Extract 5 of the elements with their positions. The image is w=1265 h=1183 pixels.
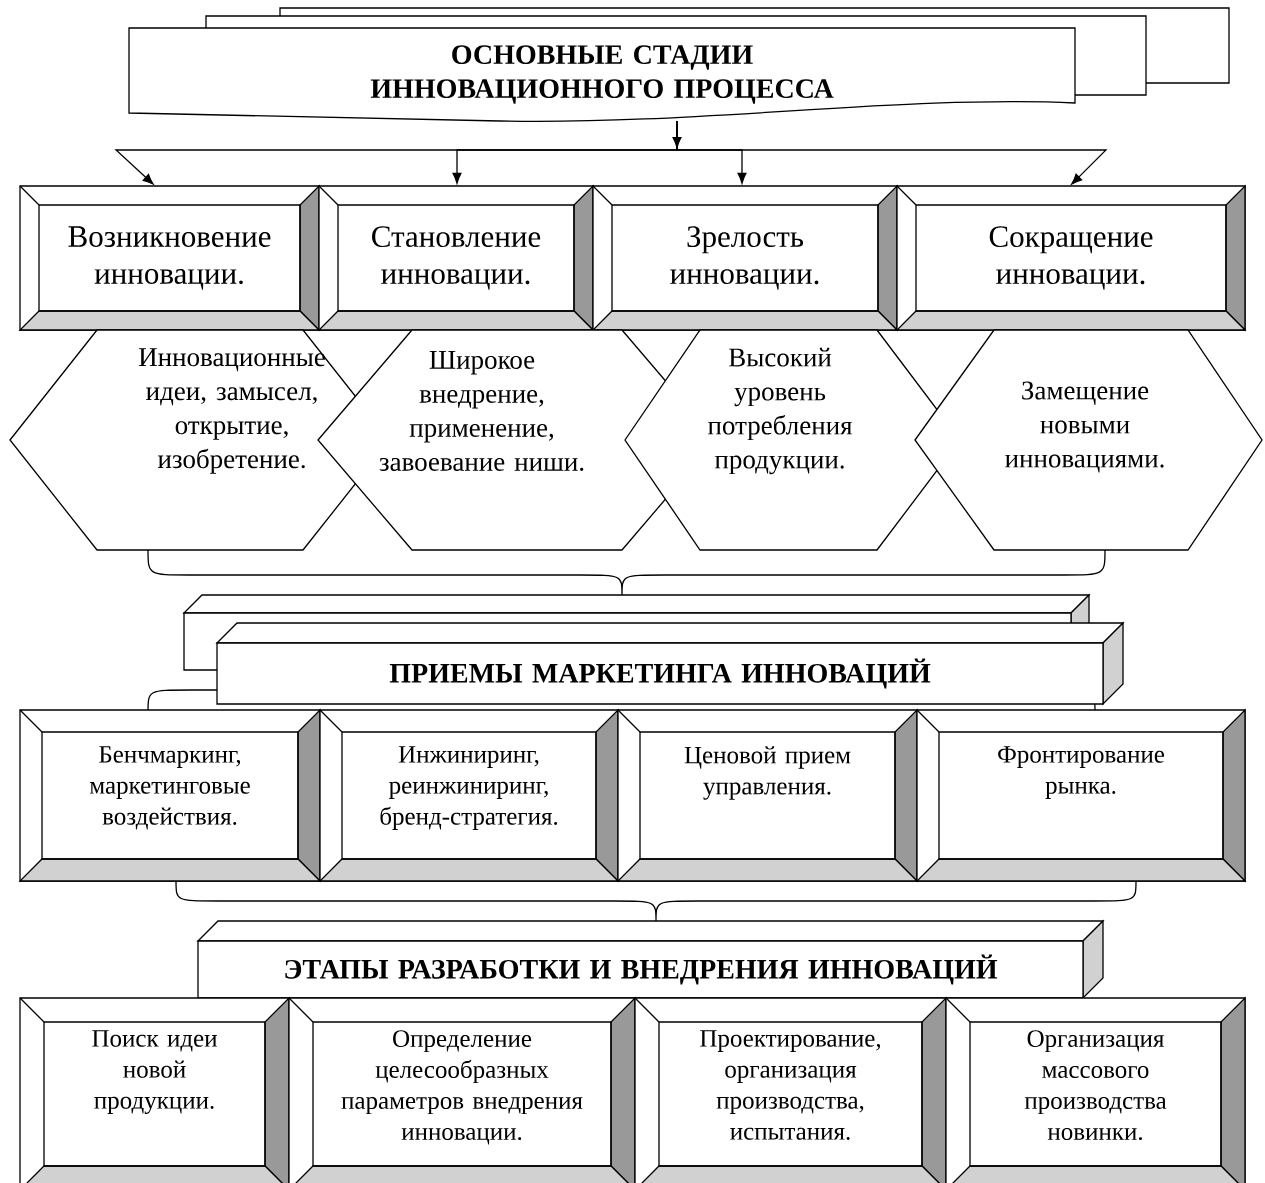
hexagon: Замещение новыми инновациями. [914, 329, 1263, 551]
node-label: Замещение новыми инновациями. [1005, 381, 1164, 473]
document-box: ОСНОВНЫЕ СТАДИИ ИННОВАЦИОННОГО ПРОЦЕССА [128, 7, 1230, 122]
arrow [676, 120, 1108, 185]
hexagon: Высокий уровень потребления продукции. [624, 329, 961, 551]
